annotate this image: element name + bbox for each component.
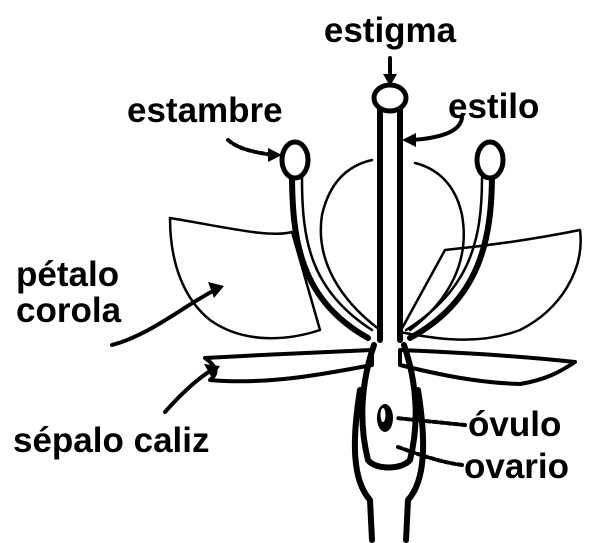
right-petal: [400, 230, 581, 340]
petalo-arrow: [112, 290, 215, 345]
estilo-arrowhead: [402, 133, 416, 147]
estambre-arrow: [228, 140, 272, 155]
label-ovario: ovario: [464, 447, 569, 486]
left-sepal: [205, 350, 372, 381]
petalo-arrowhead: [208, 282, 224, 298]
ovule-highlight: [381, 408, 386, 422]
right-anther: [477, 142, 503, 178]
label-corola: corola: [16, 291, 122, 330]
label-petalo: pétalo: [16, 255, 119, 294]
right-stamen-filament: [410, 172, 492, 338]
ovulo-arrow: [396, 418, 465, 425]
label-sepalo-caliz: sépalo caliz: [13, 421, 209, 460]
label-estilo: estilo: [448, 87, 539, 126]
label-ovulo: óvulo: [468, 405, 561, 444]
label-estigma: estigma: [324, 11, 457, 50]
right-sepal: [400, 350, 575, 384]
stigma: [374, 85, 406, 111]
petals: [170, 160, 581, 340]
label-estambre: estambre: [127, 91, 283, 130]
sepalo-arrow: [165, 370, 212, 412]
stem-and-ovary: [355, 345, 423, 540]
left-anther: [282, 142, 308, 178]
style: [380, 108, 400, 340]
sepalo-arrowhead: [204, 364, 220, 378]
sepals: [205, 350, 575, 384]
